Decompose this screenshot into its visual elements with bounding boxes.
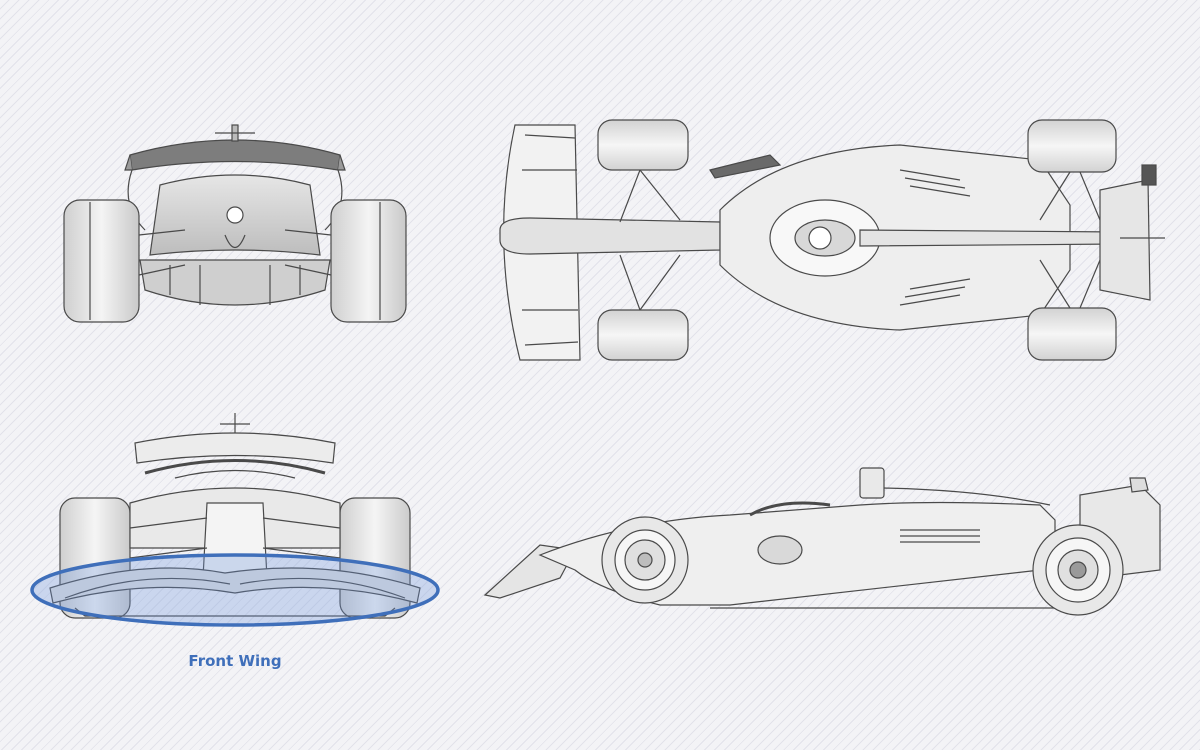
rear-tire-left (63, 199, 140, 323)
rear-wheel-side (1032, 524, 1124, 616)
nose (499, 217, 721, 255)
rear-wing-behind (134, 432, 336, 464)
rear-tire-right (330, 199, 407, 323)
front-wing-elements (49, 567, 421, 604)
airbox (859, 467, 885, 499)
rear-wing-top-view (1099, 179, 1151, 301)
rear-wing-top (129, 139, 341, 171)
front-tire-left (597, 119, 689, 171)
front-wheel-side (601, 516, 689, 604)
front-view-drawing (25, 408, 445, 633)
diffuser (139, 259, 331, 306)
rear-tire-right-top (1027, 307, 1117, 361)
front-wing-highlight (30, 553, 440, 627)
rear-view-drawing (50, 115, 420, 325)
side-view-drawing (480, 460, 1170, 620)
front-wing-label: Front Wing (188, 652, 282, 670)
front-tire-right (597, 309, 689, 361)
top-view-drawing (480, 110, 1170, 370)
rear-tire-left-top (1027, 119, 1117, 173)
